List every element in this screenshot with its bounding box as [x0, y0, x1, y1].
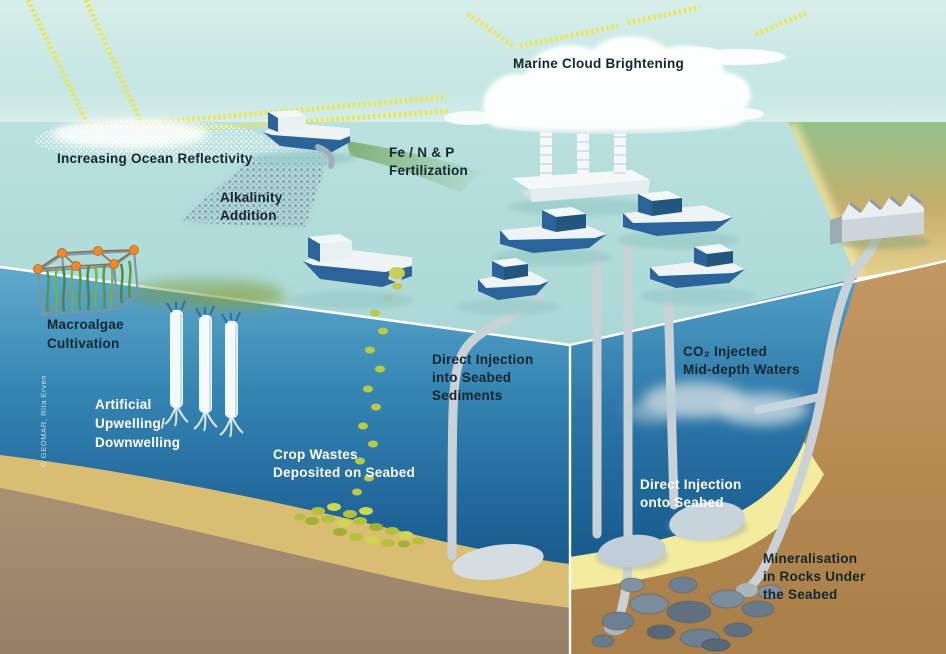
ship-alkalinity — [263, 110, 350, 169]
discharge-chute — [315, 144, 335, 169]
label-mineralisation-3: the Seabed — [763, 587, 838, 602]
factory-roof — [842, 193, 924, 220]
label-mineralisation-2: in Rocks Under — [763, 569, 866, 584]
label-macroalgae-1: Macroalgae — [47, 317, 124, 332]
label-upwelling-1: Artificial — [95, 397, 152, 412]
label-mineralisation-1: Mineralisation — [763, 551, 857, 566]
upwelling-plume — [127, 278, 290, 311]
credit-text: © GEOMAR, Rita Erven — [39, 375, 48, 467]
upwelling-pipes — [164, 300, 244, 438]
label-injection-seabed-2: onto Seabed — [640, 495, 724, 510]
labels-light: Artificial Upwelling/ Downwelling Crop W… — [95, 397, 742, 510]
alkalinity-plume — [178, 150, 331, 228]
pipe-roots — [164, 405, 244, 438]
label-injection-sediments-3: Sediments — [432, 388, 503, 403]
fertilization-plume — [347, 141, 482, 192]
label-fertilization-1: Fe / N & P — [389, 145, 455, 160]
label-alkalinity-2: Addition — [220, 208, 277, 223]
front-sediment — [0, 488, 570, 654]
ship-injection-2 — [623, 191, 733, 236]
label-increasing-ocean-reflectivity: Increasing Ocean Reflectivity — [57, 151, 253, 166]
sky — [0, 0, 946, 122]
label-co2-mid-depth-2: Mid-depth Waters — [683, 362, 800, 377]
pipe-into-sediments — [447, 291, 545, 561]
cage-buoys — [33, 245, 139, 274]
factory — [830, 192, 930, 249]
pipe-splashes — [166, 300, 241, 324]
label-upwelling-3: Downwelling — [95, 435, 180, 450]
ship-injection-4 — [650, 244, 745, 288]
co2-seabed-lakes — [596, 501, 747, 570]
ship-crop-wastes — [303, 234, 412, 287]
co2-under-sediment-blob — [452, 543, 544, 581]
macroalgae-cage — [33, 245, 140, 317]
label-co2-mid-depth-1: CO₂ Injected — [683, 344, 767, 359]
pipe-from-factory — [743, 233, 882, 594]
label-fertilization-2: Fertilization — [389, 163, 468, 178]
label-macroalgae-2: Cultivation — [47, 336, 120, 351]
crop-waste-pile — [294, 503, 424, 548]
label-injection-seabed-1: Direct Injection — [640, 477, 742, 492]
ship-injection-3 — [478, 258, 549, 300]
front-seabed-sand — [0, 455, 570, 608]
labels-dark: Increasing Ocean Reflectivity Marine Clo… — [47, 56, 866, 602]
ship-injection-1 — [500, 207, 607, 253]
waste-splash — [389, 267, 405, 279]
sun-rays-cloud — [466, 4, 807, 50]
label-marine-cloud-brightening: Marine Cloud Brightening — [513, 56, 684, 71]
beach-band — [788, 122, 865, 278]
label-crop-wastes-2: Deposited on Seabed — [273, 465, 415, 480]
small-cloud — [680, 47, 786, 65]
label-upwelling-2: Upwelling/ — [95, 416, 165, 431]
cutaway-edges — [0, 259, 946, 654]
mineralisation-rocks — [591, 576, 783, 652]
label-crop-wastes-1: Crop Wastes — [273, 447, 358, 462]
right-cross-section-water — [570, 278, 857, 557]
algae — [45, 260, 132, 313]
label-injection-sediments-2: into Seabed — [432, 370, 511, 385]
mcb-cloud — [444, 36, 764, 134]
label-injection-sediments-1: Direct Injection — [432, 352, 534, 367]
mid-depth-co2-cloud — [626, 382, 808, 425]
label-alkalinity-1: Alkalinity — [220, 190, 283, 205]
